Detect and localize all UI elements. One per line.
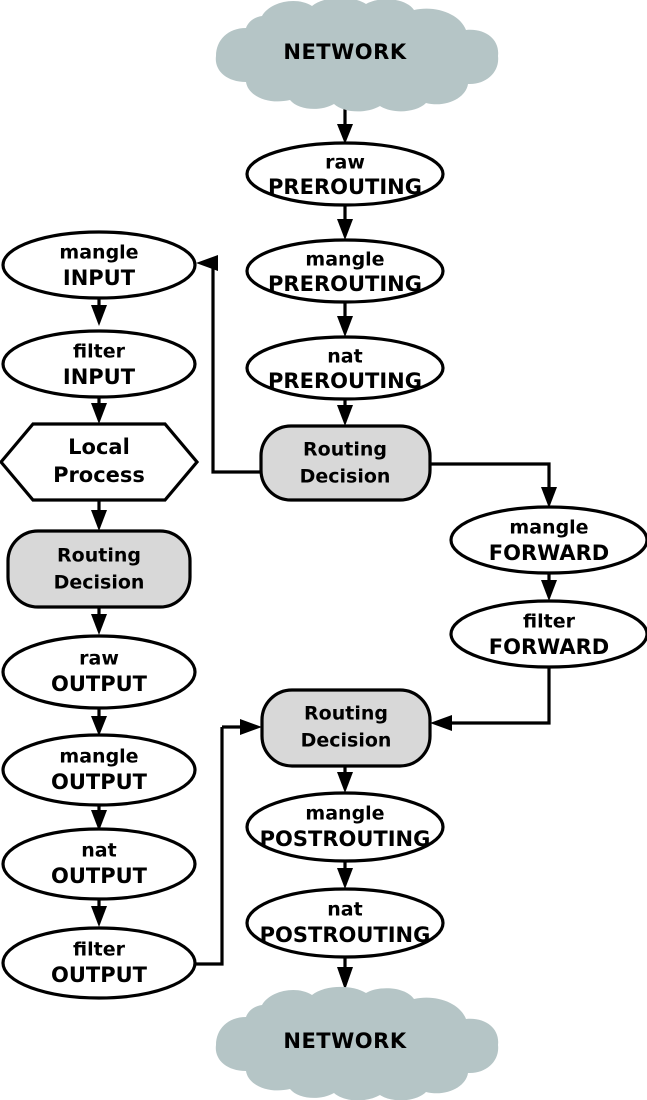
mangle-prerouting-ellipse (245, 238, 445, 304)
node-mangle-prerouting: mangle PREROUTING (245, 238, 445, 304)
edge-mangle-postrouting-to-nat-postrouting (337, 861, 353, 889)
edge-mangle-prerouting-to-nat-prerouting (337, 302, 353, 337)
routing-decision-1-box (259, 424, 432, 502)
edge-raw-output-to-mangle-output (91, 708, 107, 736)
edge-filter-forward-to-routing-decision-3 (430, 667, 551, 731)
nat-output-ellipse (1, 827, 197, 901)
mangle-forward-ellipse (449, 505, 647, 575)
routing-decision-3-box (260, 688, 432, 768)
mangle-output-ellipse (1, 733, 197, 807)
nat-prerouting-ellipse (245, 335, 445, 401)
node-mangle-input: mangle INPUT (1, 230, 197, 300)
edge-filter-output-to-routing-decision-3 (192, 719, 262, 966)
mangle-postrouting-ellipse (245, 791, 445, 863)
node-local-process: Local Process (0, 422, 200, 502)
edge-nat-output-to-filter-output (91, 899, 107, 927)
edge-mangle-forward-to-filter-forward (541, 573, 557, 601)
node-nat-output: nat OUTPUT (1, 827, 197, 901)
node-network-in: NETWORK (215, 0, 499, 112)
local-process-hexagon (0, 422, 200, 502)
edge-layer (91, 105, 557, 990)
cloud-shape-bottom (215, 986, 499, 1100)
node-routing-decision-2: Routing Decision (6, 529, 192, 609)
node-filter-input: filter INPUT (1, 329, 197, 399)
node-raw-prerouting: raw PREROUTING (245, 141, 445, 207)
node-nat-postrouting: nat POSTROUTING (245, 887, 445, 959)
edge-nat-postrouting-to-network-out (337, 957, 353, 990)
node-network-out: NETWORK (215, 986, 499, 1100)
mangle-input-ellipse (1, 230, 197, 300)
edge-routing-decision-3-to-mangle-postrouting (337, 766, 353, 793)
node-nat-prerouting: nat PREROUTING (245, 335, 445, 401)
edge-routing-decision-1-to-mangle-input (196, 255, 261, 474)
node-routing-decision-1: Routing Decision (259, 424, 432, 502)
node-routing-decision-3: Routing Decision (260, 688, 432, 768)
filter-input-ellipse (1, 329, 197, 399)
raw-output-ellipse (1, 634, 197, 710)
node-filter-output: filter OUTPUT (1, 926, 197, 1000)
node-raw-output: raw OUTPUT (1, 634, 197, 710)
node-mangle-forward: mangle FORWARD (449, 505, 647, 575)
edge-raw-prerouting-to-mangle-prerouting (337, 205, 353, 240)
edge-mangle-output-to-nat-output (91, 804, 107, 831)
cloud-shape-top (215, 0, 499, 112)
nat-postrouting-ellipse (245, 887, 445, 959)
routing-decision-2-box (6, 529, 192, 609)
node-mangle-postrouting: mangle POSTROUTING (245, 791, 445, 863)
edge-filter-input-to-local-process (91, 397, 107, 424)
node-mangle-output: mangle OUTPUT (1, 733, 197, 807)
filter-forward-ellipse (449, 599, 647, 669)
node-filter-forward: filter FORWARD (449, 599, 647, 669)
edge-local-process-to-routing-decision-2 (91, 500, 107, 531)
raw-prerouting-ellipse (245, 141, 445, 207)
filter-output-ellipse (1, 926, 197, 1000)
edge-mangle-input-to-filter-input (91, 298, 107, 326)
edge-routing-decision-1-to-mangle-forward (430, 462, 557, 508)
edge-routing-decision-2-to-raw-output (91, 607, 107, 635)
edge-nat-prerouting-to-routing-decision-1 (337, 399, 353, 426)
